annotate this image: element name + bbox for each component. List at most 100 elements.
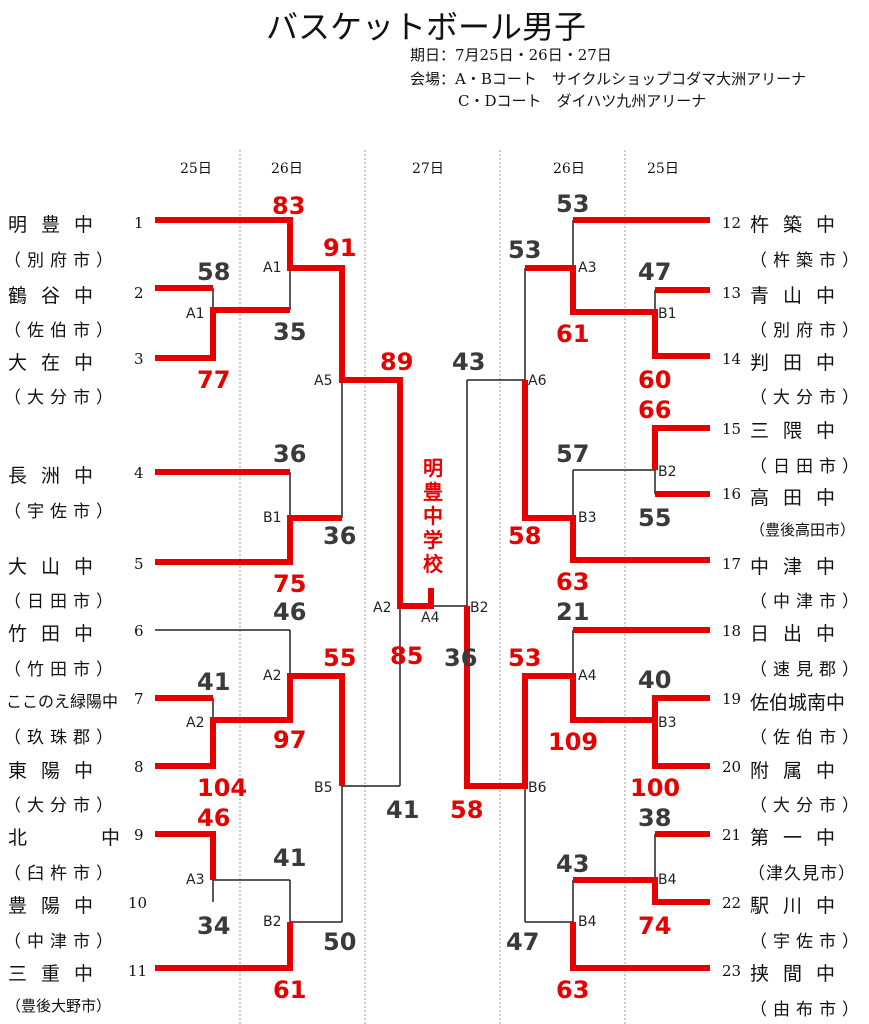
score-loser: 21 <box>556 598 589 626</box>
team-city-21: （津久見市） <box>748 864 856 884</box>
score-loser: 36 <box>323 522 356 550</box>
court-label: B1 <box>263 510 282 526</box>
team-name-12: 杵築中 <box>750 214 850 236</box>
winner-path <box>155 922 293 971</box>
score-winner: 77 <box>197 366 230 394</box>
seed-22: 22 <box>722 894 742 912</box>
winner-path <box>573 877 710 905</box>
team-name-17: 中津中 <box>750 556 850 578</box>
score-winner: 53 <box>508 644 541 672</box>
team-name-2: 鶴谷中 <box>8 285 108 307</box>
team-city-12: （杵築市） <box>750 251 865 271</box>
score-winner: 74 <box>638 912 671 940</box>
team-name-4: 長洲中 <box>8 465 108 487</box>
column-date-right-r2: 26日 <box>553 161 585 177</box>
court-label: A6 <box>528 373 547 389</box>
team-city-16: （豊後高田市） <box>750 521 856 539</box>
team-name-16: 高田中 <box>750 487 850 509</box>
seed-17: 17 <box>722 555 742 573</box>
score-winner: 100 <box>630 774 680 802</box>
schedule-dates: 期日：7月25日・26日・27日 <box>410 46 612 64</box>
score-loser: 58 <box>197 258 230 286</box>
seed-19: 19 <box>722 690 742 708</box>
score-winner: 109 <box>548 728 598 756</box>
team-city-23: （由布市） <box>750 1000 865 1020</box>
score-winner: 55 <box>323 644 356 672</box>
seed-13: 13 <box>722 284 742 302</box>
team-city-2: （佐伯市） <box>4 321 119 341</box>
score-winner: 66 <box>638 396 671 424</box>
score-loser: 57 <box>556 440 589 468</box>
court-label: A3 <box>578 260 596 276</box>
court-label: A2 <box>373 600 391 616</box>
column-date-right-r1: 25日 <box>647 161 679 177</box>
court-label: A2 <box>263 668 281 684</box>
team-name-5: 大山中 <box>8 556 108 578</box>
team-city-19: （佐伯市） <box>750 728 865 748</box>
team-city-6: （竹田市） <box>4 660 119 680</box>
winner-path <box>155 515 342 565</box>
team-city-15: （日田市） <box>750 457 865 477</box>
court-label: B4 <box>658 872 677 888</box>
score-winner: 61 <box>556 320 589 348</box>
column-date-final: 27日 <box>412 161 444 177</box>
court-label: A5 <box>314 373 332 389</box>
team-name-18: 日出中 <box>750 623 850 645</box>
score-winner: 75 <box>273 570 306 598</box>
score-loser: 35 <box>273 318 306 346</box>
seed-8: 8 <box>134 758 144 776</box>
seed-21: 21 <box>722 826 742 844</box>
team-name-13: 青山中 <box>750 285 850 307</box>
team-city-1: （別府市） <box>4 251 119 271</box>
team-name-7: ここのえ緑陽中 <box>6 692 119 711</box>
seed-20: 20 <box>722 758 742 776</box>
team-name-11: 三重中 <box>8 963 108 985</box>
team-city-7: （玖珠郡） <box>4 728 119 748</box>
score-loser: 36 <box>444 644 477 672</box>
court-label: B4 <box>578 914 597 930</box>
seed-23: 23 <box>722 962 742 980</box>
champion-char: 学 <box>423 528 443 552</box>
team-name-21: 第一中 <box>750 827 850 849</box>
champion-char: 校 <box>423 552 443 576</box>
champion-label: 明豊中学校 <box>421 456 445 576</box>
seed-5: 5 <box>134 555 144 573</box>
score-winner: 104 <box>197 774 247 802</box>
seed-10: 10 <box>128 894 148 912</box>
column-date-left-r1: 25日 <box>180 161 212 177</box>
seed-15: 15 <box>722 420 742 438</box>
winner-path <box>155 673 345 786</box>
seed-4: 4 <box>134 464 144 482</box>
seed-9: 9 <box>134 826 144 844</box>
score-loser: 46 <box>273 598 306 626</box>
team-city-3: （大分市） <box>4 388 119 408</box>
score-winner: 61 <box>273 976 306 1004</box>
score-winner: 91 <box>323 234 356 262</box>
team-city-4: （宇佐市） <box>4 502 119 522</box>
winner-path <box>522 380 710 563</box>
winner-path <box>652 425 710 470</box>
team-name-9: 北中 <box>8 827 195 849</box>
court-label: A4 <box>421 610 440 626</box>
court-label: B5 <box>314 780 333 796</box>
court-label: B6 <box>528 780 547 796</box>
winner-path <box>155 831 216 880</box>
court-label: B2 <box>470 600 489 616</box>
score-loser: 36 <box>273 440 306 468</box>
court-label: B2 <box>263 914 282 930</box>
score-winner: 46 <box>197 804 230 832</box>
court-label: A3 <box>186 872 204 888</box>
score-winner: 85 <box>390 642 423 670</box>
team-name-1: 明豊中 <box>8 214 108 236</box>
score-loser: 53 <box>508 236 541 264</box>
seed-18: 18 <box>722 622 742 640</box>
team-name-8: 東陽中 <box>8 760 108 782</box>
team-city-9: （臼杵市） <box>4 864 119 884</box>
score-loser: 47 <box>506 928 539 956</box>
score-loser: 41 <box>273 844 306 872</box>
seed-11: 11 <box>128 962 148 980</box>
winner-path <box>525 265 710 359</box>
column-date-left-r2: 26日 <box>271 161 303 177</box>
score-winner: 63 <box>556 568 589 596</box>
